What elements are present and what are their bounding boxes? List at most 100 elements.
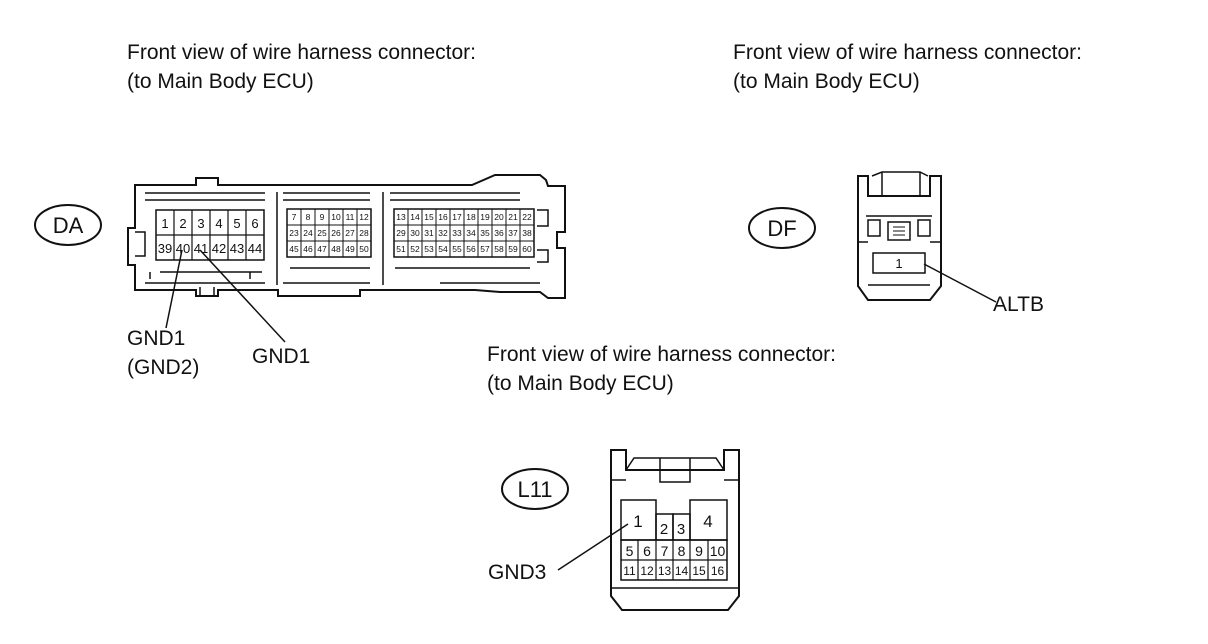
da-pin-29: 29 (396, 228, 406, 238)
da-pin-59: 59 (508, 244, 518, 254)
da-pin-53: 53 (424, 244, 434, 254)
l11-pin-8: 8 (678, 543, 686, 559)
da-pin-58: 58 (494, 244, 504, 254)
da-leader-gnd1 (199, 249, 286, 343)
da-pin-50: 50 (359, 244, 369, 254)
l11-pin-6: 6 (643, 543, 651, 559)
da-pin-39: 39 (158, 241, 172, 256)
da-pin-4: 4 (215, 216, 222, 231)
l11-heading-line1: Front view of wire harness connector: (487, 343, 836, 366)
l11-pin-5: 5 (626, 543, 634, 559)
da-pin-57: 57 (480, 244, 490, 254)
da-connector (34, 174, 566, 343)
df-heading-line1: Front view of wire harness connector: (733, 41, 1082, 64)
l11-leader-gnd3 (557, 523, 629, 571)
da-pin-27: 27 (345, 228, 355, 238)
da-pin-54: 54 (438, 244, 448, 254)
da-pin-34: 34 (466, 228, 476, 238)
da-pin-15: 15 (424, 212, 434, 222)
da-pin-14: 14 (410, 212, 420, 222)
da-pin-16: 16 (438, 212, 448, 222)
df-heading: Front view of wire harness connector: (t… (733, 38, 1082, 96)
da-pin-31: 31 (424, 228, 434, 238)
l11-pin-13: 13 (658, 564, 672, 578)
df-leader-altb (923, 263, 997, 303)
da-pin-56: 56 (466, 244, 476, 254)
da-pin-48: 48 (331, 244, 341, 254)
df-code-oval (748, 207, 816, 249)
df-connector (748, 171, 997, 303)
df-heading-line2: (to Main Body ECU) (733, 70, 920, 93)
da-pin-20: 20 (494, 212, 504, 222)
da-pin-44: 44 (248, 241, 262, 256)
da-pin-3: 3 (197, 216, 204, 231)
df-code-label: DF (767, 216, 796, 241)
l11-callout-gnd3: GND3 (488, 561, 547, 584)
da-pin-43: 43 (230, 241, 244, 256)
da-pin-22: 22 (522, 212, 532, 222)
da-pin-13: 13 (396, 212, 406, 222)
da-callout-gnd1-line: GND1 (127, 327, 186, 350)
l11-heading-line2: (to Main Body ECU) (487, 372, 674, 395)
l11-pin-9: 9 (695, 543, 703, 559)
da-pin-1: 1 (161, 216, 168, 231)
l11-pin-7: 7 (661, 543, 669, 559)
da-pin-46: 46 (303, 244, 313, 254)
l11-pin-2: 2 (660, 521, 668, 538)
l11-heading: Front view of wire harness connector: (t… (487, 340, 836, 398)
da-pin-10: 10 (331, 212, 341, 222)
da-pin-32: 32 (438, 228, 448, 238)
da-pin-60: 60 (522, 244, 532, 254)
df-pin-1: 1 (895, 256, 902, 271)
da-pin-5: 5 (233, 216, 240, 231)
da-pin-2: 2 (179, 216, 186, 231)
da-pin-7: 7 (292, 212, 297, 222)
l11-code-oval (501, 468, 569, 510)
df-callout-altb: ALTB (993, 293, 1044, 316)
da-callout-gnd1: GND1 (252, 345, 311, 368)
l11-pin-1: 1 (633, 512, 642, 531)
l11-connector (501, 449, 740, 611)
da-pin-40: 40 (176, 241, 190, 256)
da-body-outline (127, 174, 566, 299)
l11-pin-12: 12 (640, 564, 654, 578)
da-pin-47: 47 (317, 244, 327, 254)
da-heading-line1: Front view of wire harness connector: (127, 41, 476, 64)
da-pin-25: 25 (317, 228, 327, 238)
da-pin-12: 12 (359, 212, 369, 222)
l11-pin-11: 11 (623, 564, 636, 578)
da-pin-21: 21 (508, 212, 518, 222)
da-pin-33: 33 (452, 228, 462, 238)
l11-pin-15: 15 (692, 564, 706, 578)
da-code-label: DA (53, 213, 84, 238)
df-body-outline (857, 175, 942, 301)
da-pin-9: 9 (320, 212, 325, 222)
da-pin-24: 24 (303, 228, 313, 238)
da-pin-42: 42 (212, 241, 226, 256)
da-pin-19: 19 (480, 212, 490, 222)
l11-pin-4: 4 (703, 512, 712, 531)
l11-pin-10: 10 (710, 543, 726, 559)
l11-code-label: L11 (517, 477, 552, 502)
da-pin-55: 55 (452, 244, 462, 254)
da-pin-28: 28 (359, 228, 369, 238)
da-heading: Front view of wire harness connector: (t… (127, 38, 476, 96)
da-heading-line2: (to Main Body ECU) (127, 70, 314, 93)
da-pin-17: 17 (452, 212, 462, 222)
da-pin-45: 45 (289, 244, 299, 254)
da-pin-11: 11 (346, 212, 355, 222)
da-pin-8: 8 (306, 212, 311, 222)
da-pin-26: 26 (331, 228, 341, 238)
da-pin-35: 35 (480, 228, 490, 238)
da-code-oval (34, 204, 102, 246)
da-pin-51: 51 (396, 244, 406, 254)
da-leader-gnd1-gnd2 (165, 249, 183, 329)
da-pin-36: 36 (494, 228, 504, 238)
da-pin-18: 18 (466, 212, 476, 222)
da-pin-41: 41 (194, 241, 208, 256)
l11-body-outline (610, 449, 740, 611)
